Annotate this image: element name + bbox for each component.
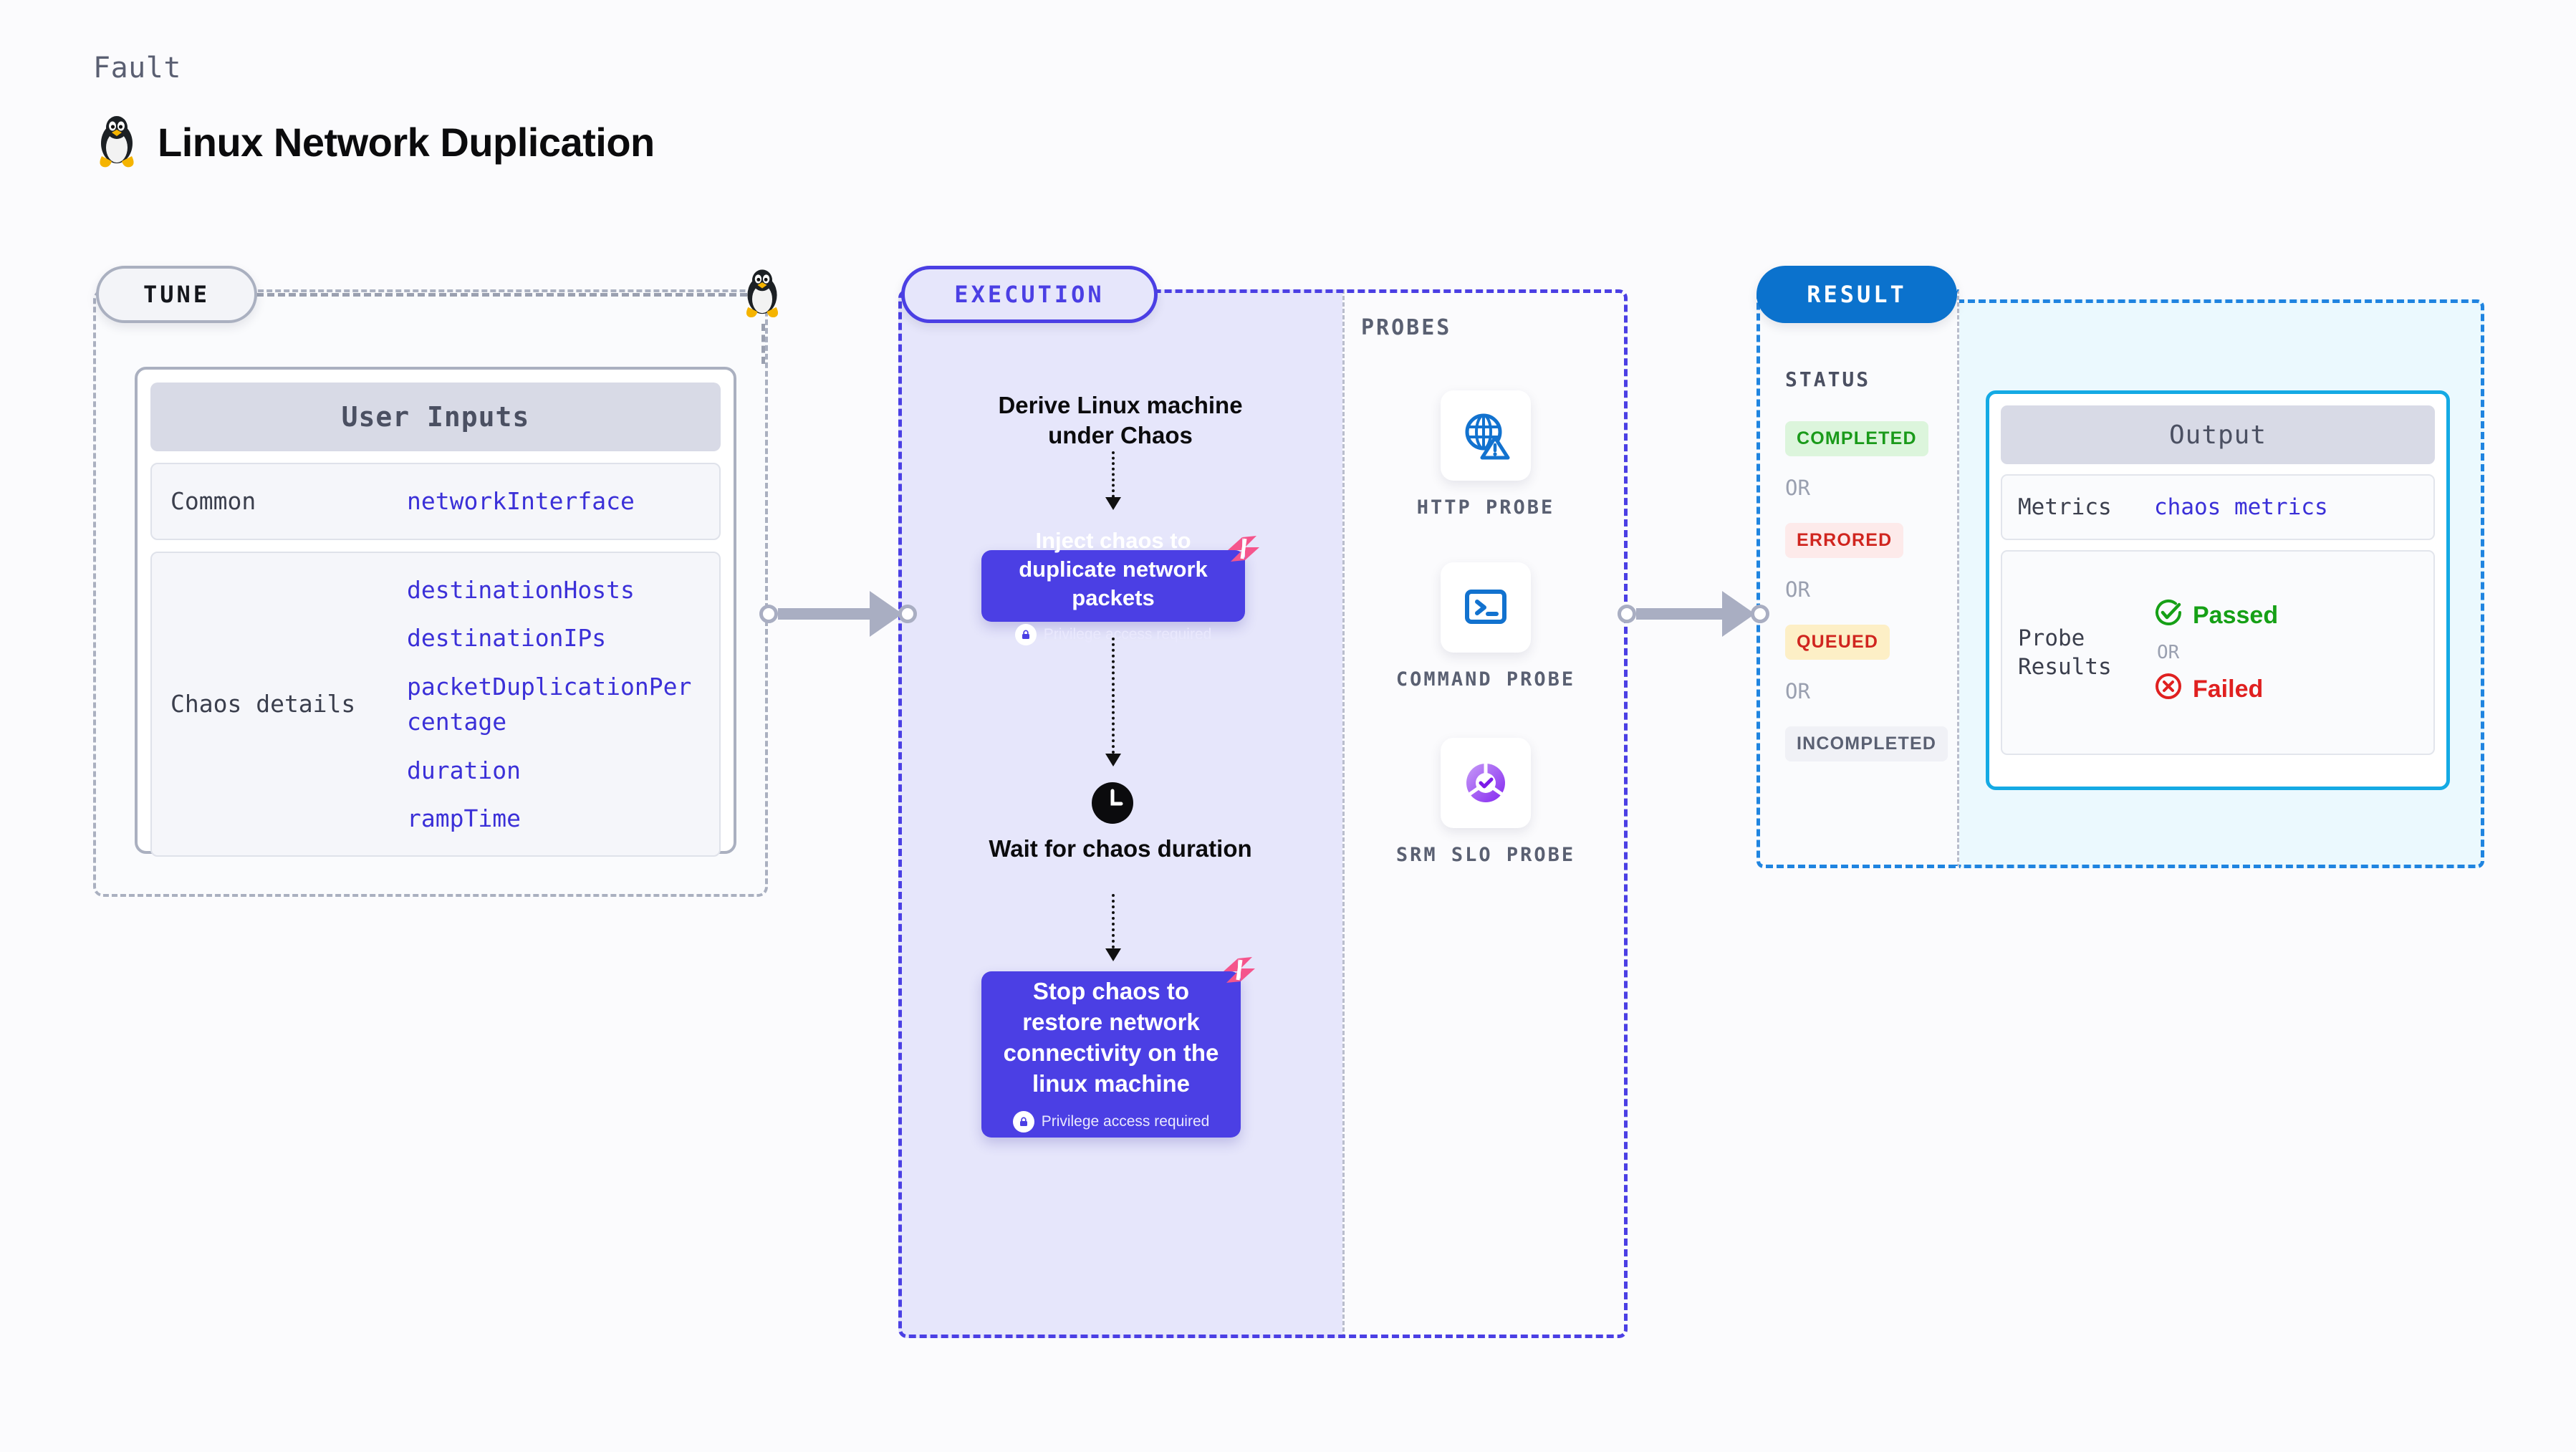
globe-warning-icon (1441, 390, 1531, 481)
execution-probes-outline (898, 289, 1628, 1338)
output-card: Output Metrics chaos metrics Probe Resul… (1986, 390, 2450, 790)
probe-item-command[interactable]: COMMAND PROBE (1393, 562, 1579, 693)
list-item: destinationIPs (407, 624, 607, 652)
arrow-start-dot (759, 605, 778, 623)
status-badge: ERRORED (1785, 523, 1904, 558)
tune-section-pill[interactable]: TUNE (96, 266, 257, 323)
status-or-label: OR (1785, 679, 1810, 703)
list-item: duration (407, 756, 521, 784)
tune-vertical-connector (761, 324, 765, 364)
page-title: Linux Network Duplication (158, 119, 655, 165)
probe-item-srm-slo[interactable]: SRM SLO PROBE (1393, 738, 1579, 868)
linux-penguin-icon (741, 268, 783, 323)
user-inputs-heading: User Inputs (150, 383, 721, 451)
arrow-end-dot (1751, 605, 1769, 623)
arrow-shaft (1636, 608, 1722, 620)
probe-result-passed: Passed (2154, 598, 2278, 633)
probe-label: SRM SLO PROBE (1395, 844, 1576, 866)
list-item: rampTime (407, 804, 521, 832)
probe-passed-label: Passed (2193, 602, 2279, 629)
execution-step-derive: Derive Linux machine under Chaos (998, 392, 1243, 449)
execution-step-wait: Wait for chaos duration (989, 835, 1252, 862)
arrow-head (1722, 591, 1755, 637)
output-row-value: chaos metrics (2154, 494, 2328, 520)
probe-label: COMMAND PROBE (1395, 668, 1576, 691)
probe-failed-label: Failed (2193, 675, 2264, 703)
table-row: Common networkInterface (150, 463, 721, 540)
execution-node-label: Inject chaos to duplicate network packet… (1019, 527, 1208, 611)
probe-result-failed: Failed (2154, 672, 2278, 707)
privilege-note-label: Privilege access required (1041, 1112, 1210, 1130)
output-row-key: Metrics (2018, 494, 2112, 520)
fault-title-row: Linux Network Duplication (95, 115, 655, 169)
list-item: packetDuplicationPercentage (407, 672, 692, 736)
arrow-end-dot (898, 605, 917, 623)
arrow-shaft (778, 608, 870, 620)
privilege-note: Privilege access required (1014, 624, 1212, 646)
arrow-start-dot (1618, 605, 1636, 623)
probe-label: HTTP PROBE (1416, 496, 1555, 519)
probe-results-stack: Passed OR Failed (2154, 598, 2278, 707)
execution-node-stop[interactable]: Stop chaos to restore network connectivi… (981, 957, 1255, 1138)
table-row: Chaos details destinationHosts destinati… (150, 552, 721, 857)
terminal-icon (1441, 562, 1531, 653)
table-row: Metrics chaos metrics (2001, 474, 2435, 540)
status-heading: STATUS (1785, 367, 1871, 391)
user-inputs-card: User Inputs Common networkInterface Chao… (135, 367, 736, 857)
harness-logo-icon (1224, 529, 1264, 572)
status-or-label: OR (1785, 476, 1810, 500)
output-heading: Output (2001, 405, 2435, 464)
result-section-pill[interactable]: RESULT (1756, 266, 1957, 323)
linux-penguin-icon (95, 115, 139, 169)
status-or-label: OR (1785, 577, 1810, 602)
result-status-column (1756, 289, 1959, 868)
lock-icon (1014, 624, 1037, 646)
flow-connector-2 (1105, 638, 1121, 766)
table-row: Probe Results Passed OR (2001, 550, 2435, 755)
output-row-key: Probe Results (2018, 625, 2112, 680)
probes-section-label: PROBES (1361, 315, 1452, 340)
flow-connector-1 (1105, 451, 1121, 510)
harness-logo-icon (1219, 950, 1259, 994)
x-circle-icon (2154, 672, 2183, 707)
tune-dashed-connector (256, 293, 758, 297)
fault-kicker-label: Fault (93, 52, 181, 85)
lock-icon (1012, 1110, 1034, 1133)
input-group-key: Chaos details (170, 689, 356, 718)
privilege-note: Privilege access required (1012, 1110, 1210, 1133)
flow-connector-3 (1105, 894, 1121, 961)
probe-item-http[interactable]: HTTP PROBE (1393, 390, 1579, 521)
check-circle-icon (2154, 598, 2183, 633)
privilege-note-label: Privilege access required (1043, 626, 1212, 643)
input-group-values: destinationHosts destinationIPs packetDu… (407, 572, 701, 837)
list-item: destinationHosts (407, 575, 635, 604)
arrow-probes-to-result (1618, 591, 1769, 637)
status-badge: INCOMPLETED (1785, 726, 1948, 761)
arrow-tune-to-execution (759, 591, 917, 637)
probe-or-label: OR (2157, 642, 2180, 663)
slo-donut-check-icon (1441, 738, 1531, 828)
input-group-key: Common (170, 486, 256, 515)
execution-node-label: Stop chaos to restore network connectivi… (1003, 978, 1219, 1097)
arrow-head (870, 591, 903, 637)
execution-section-pill[interactable]: EXECUTION (901, 266, 1158, 323)
status-badge: QUEUED (1785, 625, 1890, 660)
list-item: networkInterface (407, 487, 635, 516)
execution-node-inject[interactable]: Inject chaos to duplicate network packet… (981, 528, 1259, 646)
clock-icon (1092, 782, 1133, 827)
status-badge: COMPLETED (1785, 421, 1928, 456)
input-group-values: networkInterface (407, 484, 635, 519)
